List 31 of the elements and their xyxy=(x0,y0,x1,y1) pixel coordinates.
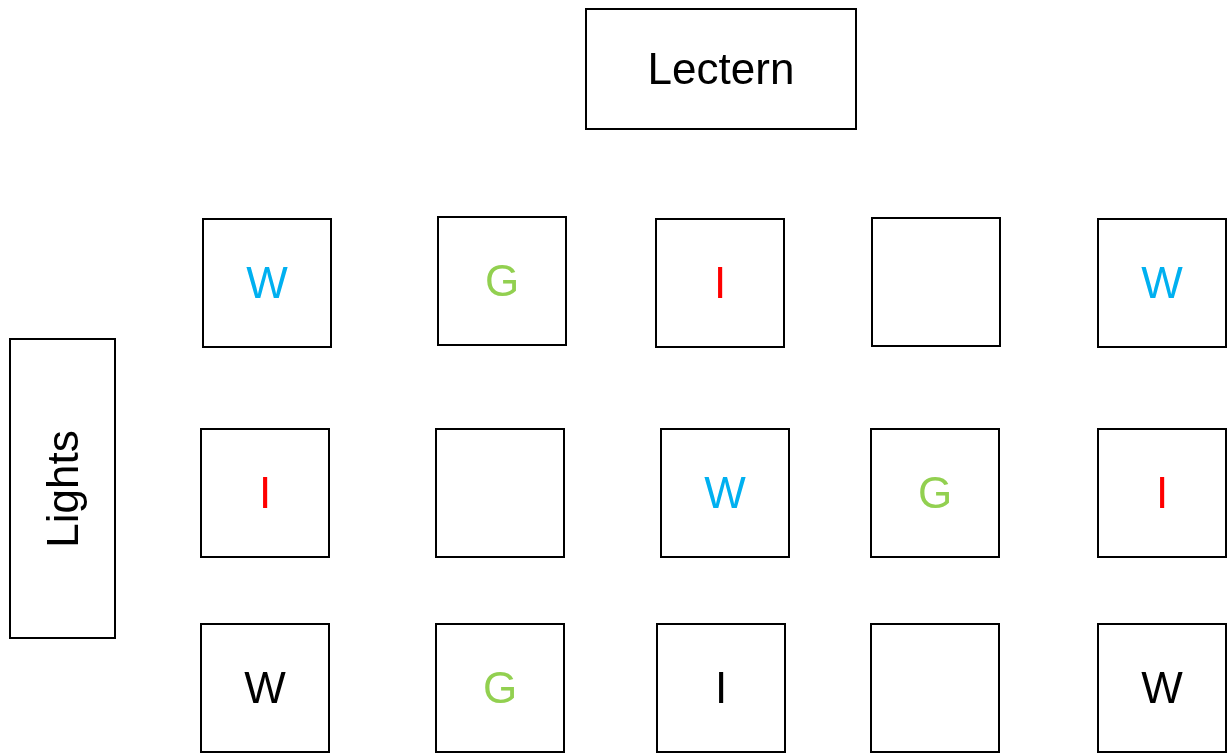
seat-letter: I xyxy=(1155,471,1169,515)
seat-box xyxy=(1097,623,1227,753)
empty-seat-box xyxy=(870,623,1000,753)
seat-letter: G xyxy=(917,471,953,515)
seat-box xyxy=(435,623,565,753)
seat-letter: W xyxy=(1141,261,1183,305)
seat-letter: W xyxy=(244,666,286,710)
seat-box xyxy=(660,428,790,558)
seat-letter: I xyxy=(714,666,728,710)
seat-box xyxy=(1097,218,1227,348)
seat-letter: W xyxy=(704,471,746,515)
lights-box xyxy=(9,338,116,639)
seat-letter: G xyxy=(484,259,520,303)
area-label: Lectern xyxy=(647,47,795,91)
area-label: Lights xyxy=(40,429,85,548)
seat-box xyxy=(1097,428,1227,558)
seat-box xyxy=(870,428,1000,558)
lectern-box xyxy=(585,8,857,130)
seat-box xyxy=(437,216,567,346)
seat-letter: W xyxy=(246,261,288,305)
seat-box xyxy=(656,623,786,753)
seat-letter: W xyxy=(1141,666,1183,710)
seat-letter: G xyxy=(482,666,518,710)
seat-letter: I xyxy=(713,261,727,305)
empty-seat-box xyxy=(435,428,565,558)
seat-letter: I xyxy=(258,471,272,515)
seat-box xyxy=(202,218,332,348)
seat-box xyxy=(200,428,330,558)
seat-box xyxy=(655,218,785,348)
seat-box xyxy=(200,623,330,753)
empty-seat-box xyxy=(871,217,1001,347)
